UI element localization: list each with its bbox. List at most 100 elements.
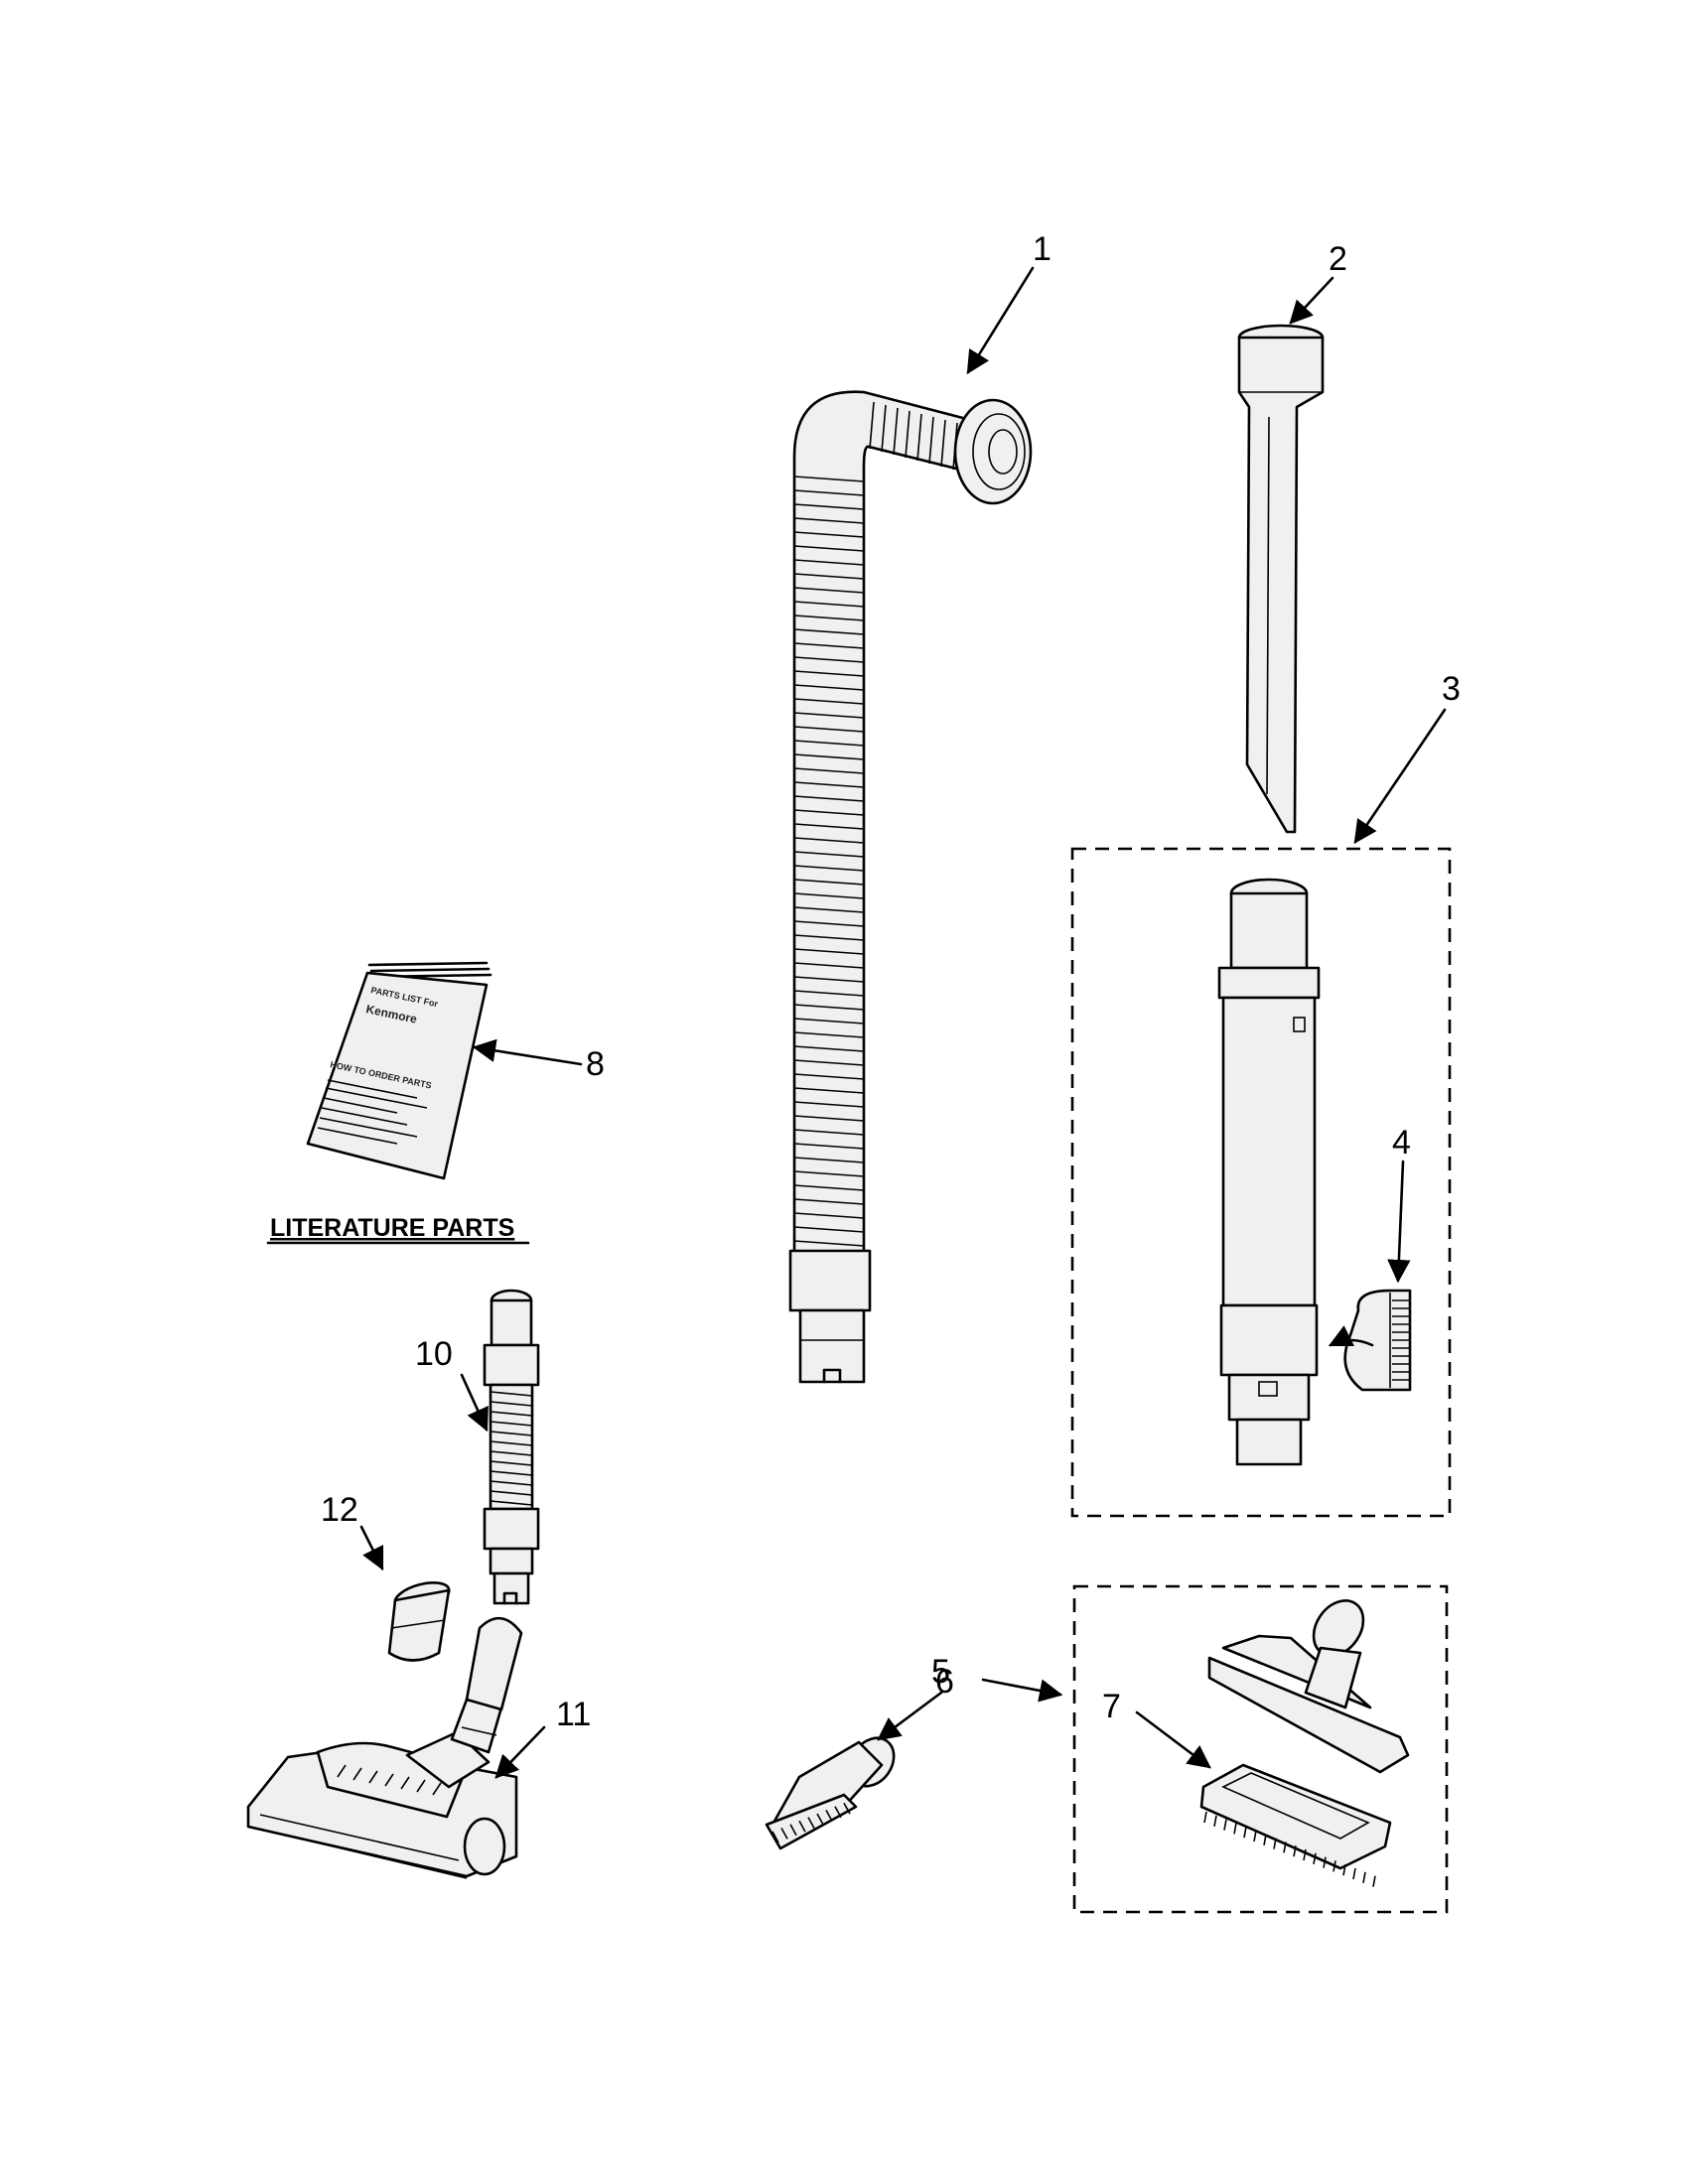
callout-2: 2 bbox=[1329, 240, 1347, 278]
decor-stroke bbox=[490, 1460, 533, 1466]
decor-stroke bbox=[793, 934, 865, 941]
crevice-tool-icon bbox=[1237, 324, 1325, 834]
leader-4b bbox=[1328, 1325, 1374, 1347]
decor-stroke bbox=[793, 892, 865, 899]
decor-stroke bbox=[793, 698, 865, 705]
decor-stroke bbox=[1372, 1875, 1376, 1887]
decor-stroke bbox=[793, 1157, 865, 1163]
callout-3: 3 bbox=[1442, 670, 1461, 708]
decor-stroke bbox=[807, 1817, 815, 1829]
decor-stroke bbox=[1253, 1830, 1257, 1843]
callout-7: 7 bbox=[1102, 1688, 1121, 1725]
decor-stroke bbox=[1362, 1871, 1366, 1883]
decor-stroke bbox=[793, 865, 865, 872]
floor-tool-icon bbox=[1207, 1599, 1410, 1774]
decor-stroke bbox=[490, 1391, 533, 1397]
callout-10: 10 bbox=[415, 1335, 453, 1373]
decor-stroke bbox=[793, 503, 865, 510]
decor-stroke bbox=[793, 573, 865, 580]
decor-stroke bbox=[793, 767, 865, 774]
decor-stroke bbox=[384, 1773, 394, 1787]
decor-stroke bbox=[368, 1770, 378, 1784]
decor-stroke bbox=[416, 1779, 426, 1793]
decor-stroke bbox=[352, 1767, 362, 1781]
decor-stroke bbox=[490, 1411, 533, 1417]
decor-stroke bbox=[893, 407, 899, 456]
decor-stroke bbox=[793, 559, 865, 566]
decor-stroke bbox=[793, 601, 865, 608]
decor-stroke bbox=[1243, 1827, 1247, 1839]
decor-stroke bbox=[789, 1824, 797, 1837]
callout-4: 4 bbox=[1392, 1124, 1411, 1161]
decor-stroke bbox=[793, 642, 865, 649]
decor-stroke bbox=[793, 1212, 865, 1219]
decor-stroke bbox=[793, 1170, 865, 1177]
decor-stroke bbox=[793, 517, 865, 524]
decor-stroke bbox=[793, 1004, 865, 1011]
decor-stroke bbox=[793, 670, 865, 677]
decor-stroke bbox=[793, 1059, 865, 1066]
decor-stroke bbox=[793, 879, 865, 886]
adapter-icon bbox=[387, 1581, 451, 1662]
wand-kit-box bbox=[1070, 847, 1452, 1518]
leader-2 bbox=[1289, 276, 1334, 325]
decor-stroke bbox=[798, 1820, 806, 1833]
decor-stroke bbox=[432, 1782, 442, 1796]
decor-stroke bbox=[881, 404, 887, 453]
decor-stroke bbox=[793, 684, 865, 691]
decor-stroke bbox=[793, 962, 865, 969]
decor-stroke bbox=[793, 1184, 865, 1191]
decor-stroke bbox=[1203, 1811, 1207, 1824]
decor-stroke bbox=[1333, 1860, 1336, 1872]
decor-stroke bbox=[1263, 1834, 1267, 1845]
decor-stroke bbox=[490, 1500, 533, 1506]
decor-stroke bbox=[843, 1802, 851, 1815]
decor-stroke bbox=[490, 1450, 533, 1456]
decor-stroke bbox=[825, 1810, 833, 1822]
extension-wand-icon bbox=[1217, 878, 1321, 1466]
decor-stroke bbox=[793, 1198, 865, 1205]
decor-stroke bbox=[1233, 1823, 1237, 1835]
decor-stroke bbox=[793, 1240, 865, 1247]
decor-stroke bbox=[1293, 1845, 1297, 1857]
decor-stroke bbox=[793, 781, 865, 788]
leader-8 bbox=[472, 1038, 583, 1066]
leader-11 bbox=[494, 1725, 546, 1779]
decor-stroke bbox=[916, 413, 922, 462]
leader-7 bbox=[1135, 1710, 1211, 1769]
decor-stroke bbox=[1283, 1842, 1287, 1853]
decor-stroke bbox=[793, 656, 865, 663]
decor-stroke bbox=[793, 712, 865, 719]
decor-stroke bbox=[793, 906, 865, 913]
decor-stroke bbox=[793, 1115, 865, 1122]
decor-stroke bbox=[834, 1806, 842, 1819]
decor-stroke bbox=[1323, 1856, 1327, 1868]
callout-12: 12 bbox=[321, 1491, 358, 1529]
accessory-kit-box bbox=[1072, 1584, 1449, 1914]
decor-stroke bbox=[793, 990, 865, 997]
callout-numbers: 1 2 3 4 5 6 7 8 10 11 12 bbox=[321, 230, 1461, 1733]
dusting-brush-icon bbox=[765, 1736, 896, 1850]
decor-stroke bbox=[793, 809, 865, 816]
decor-stroke bbox=[1223, 1819, 1227, 1831]
decor-stroke bbox=[793, 753, 865, 760]
decor-stroke bbox=[793, 823, 865, 830]
decor-stroke bbox=[793, 587, 865, 594]
decor-stroke bbox=[490, 1480, 533, 1486]
decor-stroke bbox=[793, 628, 865, 635]
parts-list-booklet-icon: PARTS LIST For Kenmore HOW TO ORDER PART… bbox=[306, 961, 492, 1180]
leader-3 bbox=[1353, 708, 1447, 844]
decor-stroke bbox=[793, 489, 865, 496]
decor-stroke bbox=[793, 1018, 865, 1024]
decor-stroke bbox=[793, 1143, 865, 1150]
leader-1 bbox=[966, 266, 1035, 374]
decor-stroke bbox=[490, 1421, 533, 1427]
decor-stroke bbox=[793, 614, 865, 621]
decor-stroke bbox=[490, 1470, 533, 1476]
decor-stroke bbox=[490, 1431, 533, 1436]
decor-stroke bbox=[780, 1828, 788, 1840]
decor-stroke bbox=[793, 726, 865, 733]
decor-stroke bbox=[1213, 1815, 1217, 1827]
decor-stroke bbox=[793, 545, 865, 552]
decor-stroke bbox=[793, 1129, 865, 1136]
